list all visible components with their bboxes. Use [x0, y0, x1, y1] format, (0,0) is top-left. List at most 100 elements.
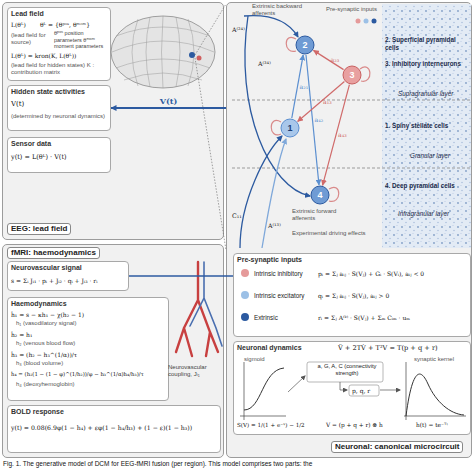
- dynamics-plot: [288, 376, 305, 392]
- neuron-outline: [296, 36, 314, 54]
- dynamics-plot: [380, 390, 400, 391]
- input-type-marker: [241, 269, 249, 277]
- signal-connector: [111, 107, 226, 109]
- box-heading: Pre-synaptic inputs: [237, 256, 302, 264]
- box-text: V̈ + 2TV̇ + T²V = T(p + q + r): [338, 345, 438, 353]
- dynamics-plot: [340, 382, 347, 390]
- synaptic-connection: [323, 85, 350, 186]
- box-text: V = (p + q + r) ⊗ h: [326, 422, 383, 429]
- panel: EEG: lead field Lead fieldL(θᴸ) θᴸ = {θᵖᵒˢ…: [2, 2, 224, 240]
- cortex-histology: [232, 100, 470, 168]
- self-inhibition-loop: [360, 67, 370, 81]
- box-text: h(t) = te⁻ᵀᵗ: [416, 422, 448, 429]
- info-box: Hidden state activitiesV(t) (determined b…: [7, 85, 111, 131]
- info-box: BOLD responsey(t) = 0.08(6.9φ(1 − h₄) + …: [7, 405, 221, 453]
- panel: fMRI: haemodynamicsNeurovascular signal s…: [2, 244, 224, 458]
- synaptic-connection: [306, 55, 319, 185]
- brain-mesh: [111, 16, 215, 88]
- callout-number: 4: [310, 185, 330, 205]
- neuron-circle: 2: [295, 35, 315, 55]
- box-text: θᵖᵒˢ position parameters θᵐᵒᵐ moment par…: [54, 30, 110, 50]
- input-type-marker: [356, 19, 361, 24]
- neuron-outline: [281, 119, 299, 137]
- box-text: synaptic kernel: [414, 356, 454, 363]
- neuron-circle: 4: [310, 185, 330, 205]
- neuron-outline: [343, 66, 361, 84]
- neuron-circle: 1: [280, 118, 300, 138]
- self-inhibition-loop: [271, 120, 281, 134]
- box-heading: Lead field: [11, 10, 44, 18]
- box-heading: Neuronal dynamics: [237, 344, 302, 352]
- box-text: (lead field for hidden states) K : contr…: [11, 62, 109, 76]
- brain-mesh: [112, 27, 214, 80]
- panel-title: EEG: lead field: [7, 223, 71, 235]
- dynamics-plot: [240, 362, 286, 420]
- box-text: (determined by neuronal dynamics): [11, 113, 109, 120]
- panel-title: fMRI: haemodynamics: [7, 247, 100, 259]
- input-type-marker: [241, 291, 249, 299]
- box-text: ḣ₁ = s − κh₁ − χ(h₂ − 1): [11, 311, 84, 318]
- input-type-marker: [241, 313, 249, 321]
- box-text: a, G, A, C (connectivity strength): [310, 363, 384, 377]
- panel-title: Neuronal: canonical microcircuit: [331, 441, 463, 453]
- box-text: h₄ (deoxyhemoglobin): [16, 381, 74, 388]
- dynamics-plot: [349, 385, 379, 396]
- input-type-marker: [372, 19, 377, 24]
- box-text: s = Σᵢ Jᵢ₁ · pᵢ + Jᵢ₂ · qᵢ + Jᵢ₃ · rᵢ: [11, 277, 97, 284]
- afferent-connection: [262, 139, 286, 248]
- dynamics-plot: [404, 362, 466, 420]
- input-type-marker: [241, 19, 377, 322]
- box-text: Extrinsic: [254, 314, 278, 322]
- box-text: y(t) = L(θᴸ) · V(t): [11, 154, 67, 162]
- box-text: qᵢ = Σⱼ aᵢⱼ · S(Vⱼ), aᵢⱼ > 0: [318, 292, 389, 299]
- box-text: p, q, r: [352, 387, 370, 394]
- blood-vessel: [176, 262, 218, 356]
- figure-caption: Fig. 1. The generative model of DCM for …: [3, 460, 312, 468]
- info-box: Neuronal dynamics V̈ + 2TV̇ + T²V = T(p +…: [233, 341, 471, 435]
- synaptic-connection: [292, 55, 303, 118]
- dynamics-plot: [406, 374, 464, 416]
- afferent-connection: [245, 16, 310, 196]
- cortex-histology: [382, 4, 471, 248]
- box-text: L(θᴸ): [11, 21, 26, 28]
- box-heading: Hidden state activities: [11, 88, 85, 96]
- signal-connector: [129, 275, 233, 276]
- cortex-histology: [382, 4, 471, 248]
- box-text: V(t): [11, 100, 24, 108]
- afferent-connection: [240, 136, 282, 248]
- info-box: Sensor data y(t) = L(θᴸ) · V(t): [7, 137, 111, 173]
- box-text: θᴸ = {θᵖᵒˢ, θᵐᵒᵐ}: [40, 21, 90, 28]
- info-box: Lead fieldL(θᴸ) θᴸ = {θᵖᵒˢ, θᵐᵒᵐ} θᵖᵒˢ pos…: [7, 7, 111, 81]
- neuron-outline: [311, 186, 329, 204]
- info-box: Haemodynamicsḣ₁ = s − κh₁ − χ(h₂ − 1)h₁ …: [7, 297, 169, 401]
- box-text: ḣ₄ = (h₂(1 − (1 − φ)^(1/h₂))/φ − h₃^(1/α…: [11, 371, 144, 377]
- box-text: h₂ (venous blood flow): [16, 340, 75, 347]
- box-text: rᵢ = Σⱼ A⁽ᵏ⁾ · S(Vⱼ) + Σₘ Cᵢₘ · uₘ: [318, 314, 410, 321]
- input-type-marker: [364, 19, 369, 24]
- box-text: L(θᴸ) = kron(K, L(θᴸ)): [11, 52, 76, 59]
- box-text: ḣ₃ = (h₂ − h₃^(1/α))/τ: [11, 351, 77, 358]
- brain-mesh: [189, 52, 195, 58]
- box-text: sigmoid: [244, 356, 265, 363]
- box-text: y(t) = 0.08(6.9φ(1 − h₄) + εφ(1 − h₄/h₃)…: [11, 424, 217, 431]
- box-text: h₁ (vasodilatory signal): [16, 320, 76, 327]
- afferent-connection: [244, 16, 298, 37]
- self-inhibition-loop: [329, 187, 339, 201]
- brain-mesh: [195, 4, 226, 250]
- box-text: h₃ (blood volume): [16, 360, 63, 367]
- brain-mesh: [132, 16, 194, 88]
- synaptic-connection: [298, 81, 345, 121]
- box-heading: Neurovascular signal: [11, 264, 82, 272]
- callout-number: 1: [280, 118, 300, 138]
- afferent-connection: [240, 16, 310, 248]
- box-text: Intrinsic excitatory: [254, 292, 304, 300]
- dynamics-plot: [307, 362, 383, 382]
- cortex-histology: [232, 4, 471, 248]
- box-heading: Sensor data: [11, 140, 51, 148]
- self-inhibition-loop: [271, 37, 370, 201]
- box-text: ḣ₂ = h₁: [11, 331, 32, 338]
- brain-mesh: [111, 4, 226, 250]
- brain-mesh: [197, 56, 202, 61]
